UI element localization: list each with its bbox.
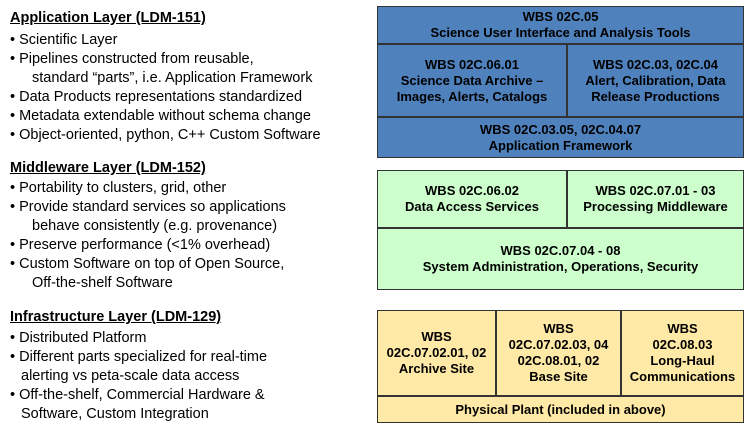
long-haul-communications-box: WBS 02C.08.03 Long-Haul Communications — [621, 310, 744, 396]
science-ui-box: WBS 02C.05 Science User Interface and An… — [377, 6, 744, 44]
box-line: System Administration, Operations, Secur… — [422, 259, 699, 274]
box-line: WBS — [667, 321, 698, 336]
infrastructure-bullet: • Off-the-shelf, Commercial Hardware & — [10, 387, 265, 403]
box-line: Archive Site — [398, 361, 475, 376]
box-line: Long-Haul — [650, 353, 715, 368]
application-bullet: • Metadata extendable without schema cha… — [10, 108, 311, 124]
box-line: WBS 02C.06.02 — [425, 183, 519, 198]
box-line: 02C.07.02.01, 02 — [386, 345, 487, 360]
box-line: Communications — [629, 369, 736, 384]
data-access-services-box: WBS 02C.06.02 Data Access Services — [377, 170, 567, 228]
box-line: Data Access Services — [405, 199, 539, 214]
infrastructure-bullet: • Distributed Platform — [10, 330, 147, 346]
archive-site-box: WBS 02C.07.02.01, 02 Archive Site — [377, 310, 496, 396]
application-bullet: • Scientific Layer — [10, 32, 118, 48]
infrastructure-bullet: • Different parts specialized for real-t… — [10, 349, 268, 365]
system-administration-box: WBS 02C.07.04 - 08 System Administration… — [377, 228, 744, 290]
application-framework-box: WBS 02C.03.05, 02C.04.07 Application Fra… — [377, 117, 744, 158]
processing-middleware-box: WBS 02C.07.01 - 03 Processing Middleware — [567, 170, 744, 228]
box-line: Physical Plant (included in above) — [455, 401, 666, 417]
base-site-box: WBS 02C.07.02.03, 04 02C.08.01, 02 Base … — [496, 310, 621, 396]
middleware-bullet: • Preserve performance (<1% overhead) — [10, 237, 271, 253]
physical-plant-box: Physical Plant (included in above) — [377, 396, 744, 423]
box-line: WBS 02C.03, 02C.04 — [592, 56, 718, 72]
box-line: WBS 02C.03.05, 02C.04.07 — [479, 121, 642, 137]
application-bullet: • Object-oriented, python, C++ Custom So… — [10, 127, 321, 143]
infrastructure-bullet: alerting vs peta-scale data access — [21, 368, 240, 384]
infrastructure-bullet: Software, Custom Integration — [21, 406, 209, 422]
middleware-bullet: • Custom Software on top of Open Source, — [10, 256, 285, 272]
box-line: Science Data Archive – — [400, 72, 544, 88]
application-bullet: standard “parts”, i.e. Application Frame… — [32, 70, 313, 86]
box-line: WBS 02C.06.01 — [425, 56, 519, 72]
box-line: Release Productions — [591, 88, 720, 104]
box-line: Alert, Calibration, Data — [585, 72, 726, 88]
middleware-layer-heading: Middleware Layer (LDM-152) — [10, 160, 206, 176]
application-layer-heading: Application Layer (LDM-151) — [10, 10, 206, 26]
box-line: 02C.08.01, 02 — [517, 353, 600, 368]
application-bullet: • Pipelines constructed from reusable, — [10, 51, 254, 67]
box-line: WBS — [421, 329, 452, 344]
box-line: 02C.07.02.03, 04 — [508, 337, 609, 352]
box-line: Application Framework — [488, 137, 633, 153]
box-line: WBS 02C.07.04 - 08 — [500, 243, 621, 258]
box-line: 02C.08.03 — [652, 337, 713, 352]
box-line: Images, Alerts, Catalogs — [396, 88, 548, 104]
box-line: WBS 02C.05 — [522, 9, 599, 24]
middleware-bullet: • Portability to clusters, grid, other — [10, 180, 227, 196]
science-data-archive-box: WBS 02C.06.01 Science Data Archive – Ima… — [377, 44, 567, 117]
box-line: Science User Interface and Analysis Tool… — [430, 25, 691, 40]
middleware-bullet: • Provide standard services so applicati… — [10, 199, 286, 215]
box-line: Base Site — [529, 369, 588, 384]
middleware-bullet: Off-the-shelf Software — [32, 275, 173, 291]
middleware-bullet: behave consistently (e.g. provenance) — [32, 218, 278, 234]
box-line: WBS — [543, 321, 574, 336]
box-line: WBS 02C.07.01 - 03 — [595, 183, 716, 198]
box-line: Processing Middleware — [583, 199, 728, 214]
infrastructure-layer-heading: Infrastructure Layer (LDM-129) — [10, 309, 222, 325]
application-bullet: • Data Products representations standard… — [10, 89, 303, 105]
alert-calibration-box: WBS 02C.03, 02C.04 Alert, Calibration, D… — [567, 44, 744, 117]
